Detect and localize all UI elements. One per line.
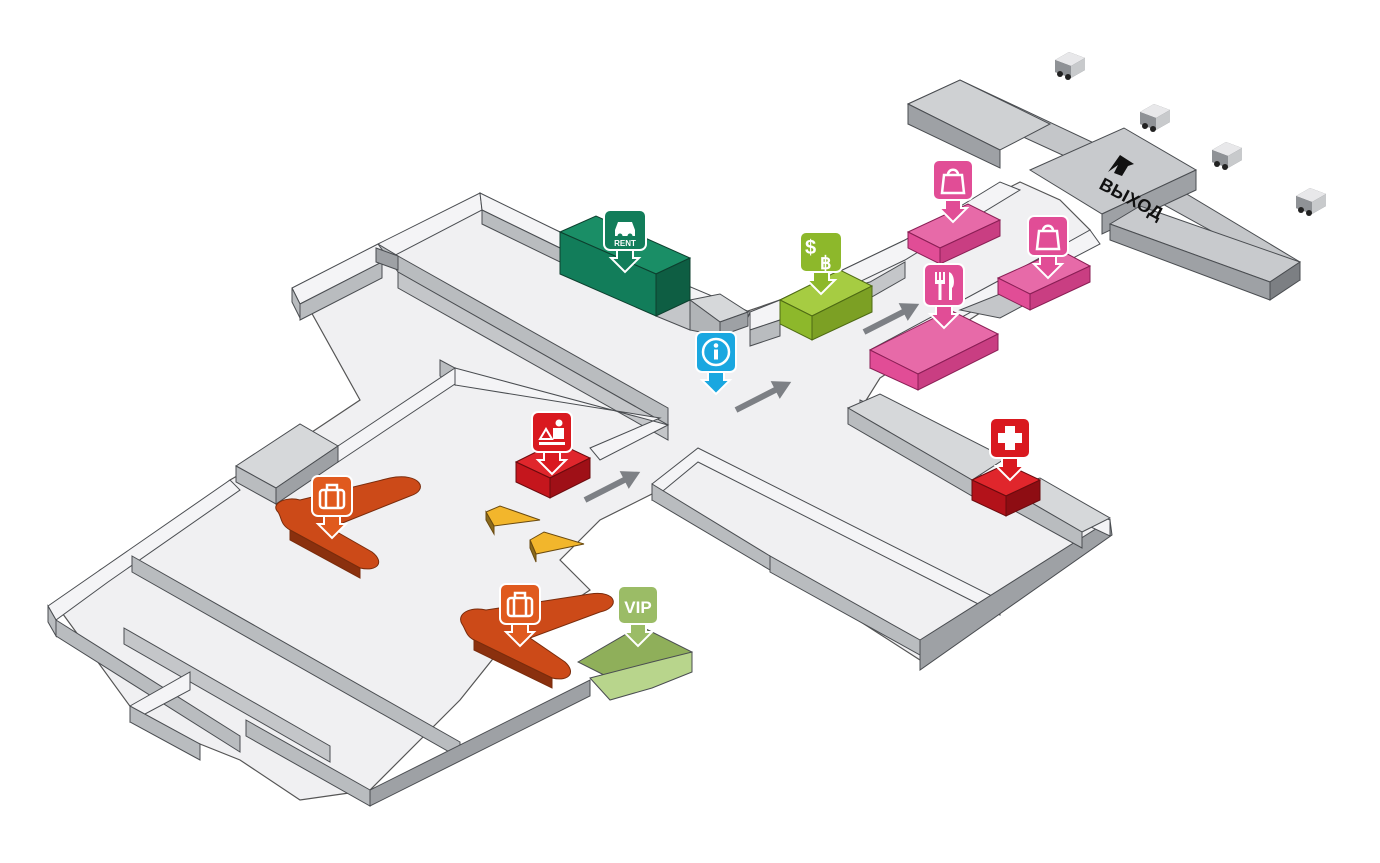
arrow-right-icon — [862, 303, 920, 335]
info-icon — [701, 337, 731, 367]
truck-icon — [1140, 104, 1170, 132]
rent-label: RENT — [614, 239, 636, 248]
vip-lounge-marker[interactable]: VIP — [617, 585, 659, 648]
truck-icon — [1212, 142, 1242, 170]
arrow-right-icon — [583, 471, 641, 503]
vip-label: VIP — [624, 598, 651, 617]
arrow-right-icon — [734, 381, 792, 413]
exit-arrow-icon — [1108, 155, 1134, 176]
medical-marker[interactable] — [989, 417, 1031, 482]
currency-exchange-area[interactable] — [778, 269, 874, 341]
car-rental-icon — [615, 222, 635, 239]
thb-symbol: ฿ — [820, 253, 831, 273]
security-check-marker[interactable] — [531, 411, 573, 476]
baggage-claim-marker-1[interactable] — [311, 475, 353, 540]
baggage-carousel-2[interactable] — [460, 592, 614, 689]
medical-area[interactable] — [970, 463, 1042, 517]
truck-icon — [1055, 52, 1085, 80]
medical-cross-icon — [998, 426, 1022, 450]
exit-platform — [906, 79, 1302, 301]
fork-knife-icon — [935, 272, 954, 300]
car-rental-marker[interactable]: RENT — [603, 209, 647, 274]
security-check-icon — [538, 419, 565, 445]
shop-marker-2[interactable] — [1027, 215, 1069, 280]
truck-icon — [1296, 188, 1326, 216]
information-marker[interactable] — [695, 331, 737, 396]
baggage-icon — [318, 483, 346, 510]
kiosk-2[interactable] — [529, 531, 585, 563]
shopping-bag-icon — [940, 168, 966, 195]
currency-exchange-marker[interactable]: $ ฿ — [799, 231, 843, 296]
direction-arrows — [583, 303, 920, 503]
baggage-icon — [506, 591, 534, 618]
shop-marker-1[interactable] — [932, 159, 974, 224]
baggage-claim-marker-2[interactable] — [499, 583, 541, 648]
restaurant-marker[interactable] — [923, 263, 965, 330]
shopping-bag-icon — [1035, 224, 1061, 251]
usd-symbol: $ — [805, 237, 816, 259]
kiosk-1[interactable] — [485, 505, 541, 536]
currency-exchange-icon: $ ฿ — [805, 237, 831, 273]
restaurant-area[interactable] — [868, 309, 1000, 391]
